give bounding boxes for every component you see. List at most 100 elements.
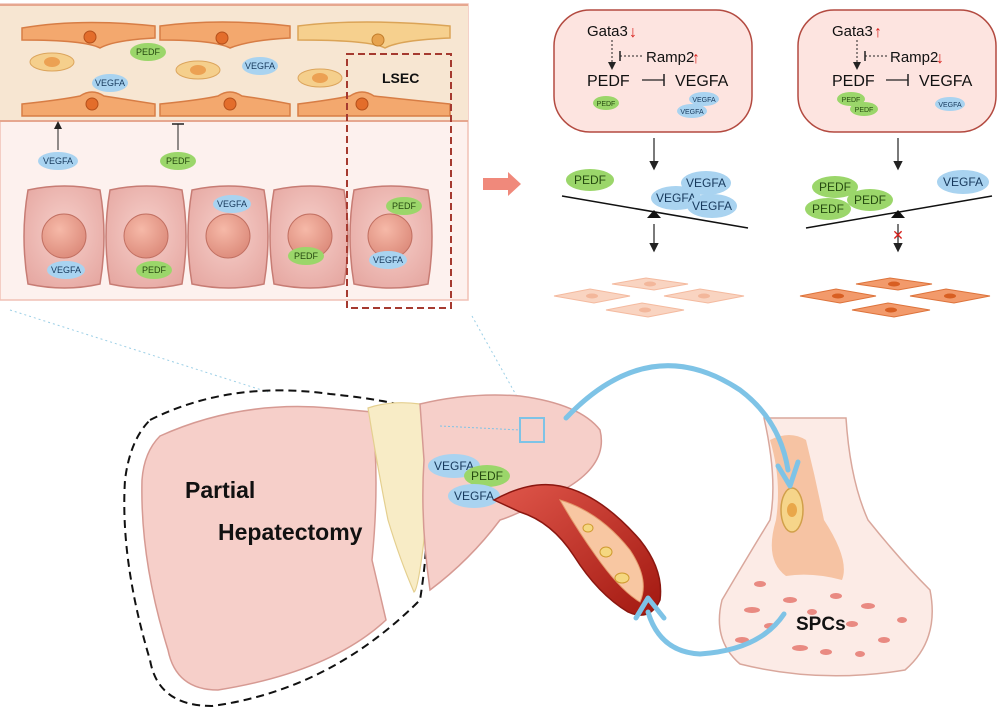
mobilization-arrow <box>645 609 787 657</box>
circulating-cell <box>599 546 613 558</box>
svg-text:VEGFA: VEGFA <box>245 61 275 71</box>
svg-text:VEGFA: VEGFA <box>95 78 125 88</box>
homing-arrow <box>563 363 791 473</box>
svg-text:PEDF: PEDF <box>854 193 886 207</box>
pedf-chip: PEDF <box>847 189 893 211</box>
blood-cell <box>297 68 343 88</box>
vegfa-chip: VEGFA <box>38 152 78 170</box>
pedf-chip: PEDF <box>812 176 858 198</box>
endothelial-cell <box>21 21 156 49</box>
liver-left-lobe <box>141 405 387 691</box>
vegfa-chip: VEGFA <box>687 194 737 218</box>
svg-text:PEDF: PEDF <box>294 251 319 261</box>
bone: SPCs <box>718 417 933 677</box>
resected-lobe-outline <box>123 389 429 708</box>
ramp2-label: Ramp2 <box>646 49 694 66</box>
svg-text:PEDF: PEDF <box>842 97 861 104</box>
vegfa-chip: VEGFA <box>47 261 85 279</box>
signaling-panel-left: Gata3 ↓ Ramp2 ↑ PEDF VEGFA PEDF VEGFA VE… <box>553 9 753 133</box>
vegfa-chip: VEGFA <box>681 171 731 195</box>
svg-text:VEGFA: VEGFA <box>217 199 247 209</box>
svg-text:VEGFA: VEGFA <box>43 156 73 166</box>
svg-text:PEDF: PEDF <box>136 47 161 57</box>
vegfa-chip: VEGFA <box>937 170 989 194</box>
svg-text:PEDF: PEDF <box>574 173 606 187</box>
progenitor-cell <box>780 487 804 533</box>
vegfa-chip: VEGFA <box>213 195 251 213</box>
spcs-label: SPCs <box>796 614 846 635</box>
svg-text:PEDF: PEDF <box>471 469 503 483</box>
svg-text:VEGFA: VEGFA <box>373 255 403 265</box>
partial-hepatectomy-line2: Hepatectomy <box>218 519 363 545</box>
hepatocyte <box>105 185 187 289</box>
svg-text:VEGFA: VEGFA <box>686 176 726 190</box>
pedf-chip: PEDF <box>593 96 619 110</box>
liver: Partial Hepatectomy VEGFA PEDF VEGFA <box>123 389 603 708</box>
lsec-highlight-box <box>346 53 452 309</box>
gata3-label: Gata3 <box>832 23 873 40</box>
cell-plates-left <box>553 277 745 318</box>
svg-text:VEGFA: VEGFA <box>938 102 962 109</box>
svg-text:PEDF: PEDF <box>166 156 191 166</box>
blood-cell <box>175 60 221 80</box>
endothelial-cell <box>159 91 291 117</box>
vegfa-chip: VEGFA <box>448 484 500 508</box>
pedf-chip: PEDF <box>464 465 510 487</box>
circulating-cell <box>582 523 594 533</box>
circulating-cell <box>614 572 630 584</box>
ramp2-down-arrow: ↓ <box>936 50 944 67</box>
pedf-chip: PEDF <box>160 152 196 170</box>
pedf-chip: PEDF <box>386 197 422 215</box>
svg-text:PEDF: PEDF <box>855 107 874 114</box>
pedf-chip: PEDF <box>850 102 878 116</box>
pedf-chip: PEDF <box>130 43 166 61</box>
cell-plates-right <box>799 277 991 318</box>
pedf-label: PEDF <box>587 73 630 90</box>
endothelial-cell <box>297 91 451 117</box>
vegfa-label: VEGFA <box>675 73 729 90</box>
vegfa-label: VEGFA <box>919 73 973 90</box>
gata3-up-arrow: ↑ <box>874 24 882 41</box>
vegfa-chip: VEGFA <box>677 104 707 118</box>
tissue-panel: PEDF VEGFA VEGFA VEGFA <box>0 3 469 309</box>
pedf-chip: PEDF <box>805 198 851 220</box>
endothelial-cell <box>159 21 291 49</box>
svg-text:VEGFA: VEGFA <box>943 175 983 189</box>
vegfa-chip: VEGFA <box>651 186 701 210</box>
pedf-label: PEDF <box>832 73 875 90</box>
hepatocyte <box>269 185 349 289</box>
blood-cell <box>29 52 75 72</box>
svg-text:VEGFA: VEGFA <box>434 459 474 473</box>
svg-text:VEGFA: VEGFA <box>680 109 704 116</box>
svg-text:VEGFA: VEGFA <box>692 97 716 104</box>
svg-text:PEDF: PEDF <box>597 101 616 108</box>
endothelial-cell <box>297 21 451 49</box>
lsec-label: LSEC <box>382 70 419 86</box>
zoom-connector <box>9 309 269 393</box>
endothelial-cell <box>21 91 156 117</box>
svg-text:VEGFA: VEGFA <box>454 489 494 503</box>
svg-text:VEGFA: VEGFA <box>51 265 81 275</box>
hepatocyte <box>187 185 269 289</box>
gata3-label: Gata3 <box>587 23 628 40</box>
vegfa-chip: VEGFA <box>369 251 407 269</box>
svg-text:PEDF: PEDF <box>142 265 167 275</box>
pedf-chip: PEDF <box>288 247 324 265</box>
falciform-ligament <box>367 402 427 593</box>
signaling-panel-right: Gata3 ↑ Ramp2 ↓ PEDF VEGFA PEDF PEDF VEG… <box>797 9 997 133</box>
vegfa-chip: VEGFA <box>689 92 719 106</box>
blocked-mark: ✕ <box>892 227 904 243</box>
svg-text:VEGFA: VEGFA <box>692 199 732 213</box>
pedf-chip: PEDF <box>566 169 614 191</box>
pedf-chip: PEDF <box>136 261 172 279</box>
balance-right: PEDF PEDF PEDF VEGFA ✕ <box>805 170 993 253</box>
transition-arrow <box>483 172 521 196</box>
ramp2-up-arrow: ↑ <box>692 50 700 67</box>
pedf-chip: PEDF <box>837 92 865 106</box>
blood-vessel <box>492 483 662 616</box>
hepatocyte <box>23 185 105 289</box>
vegfa-chip: VEGFA <box>935 97 965 111</box>
vegfa-chip: VEGFA <box>242 57 278 75</box>
